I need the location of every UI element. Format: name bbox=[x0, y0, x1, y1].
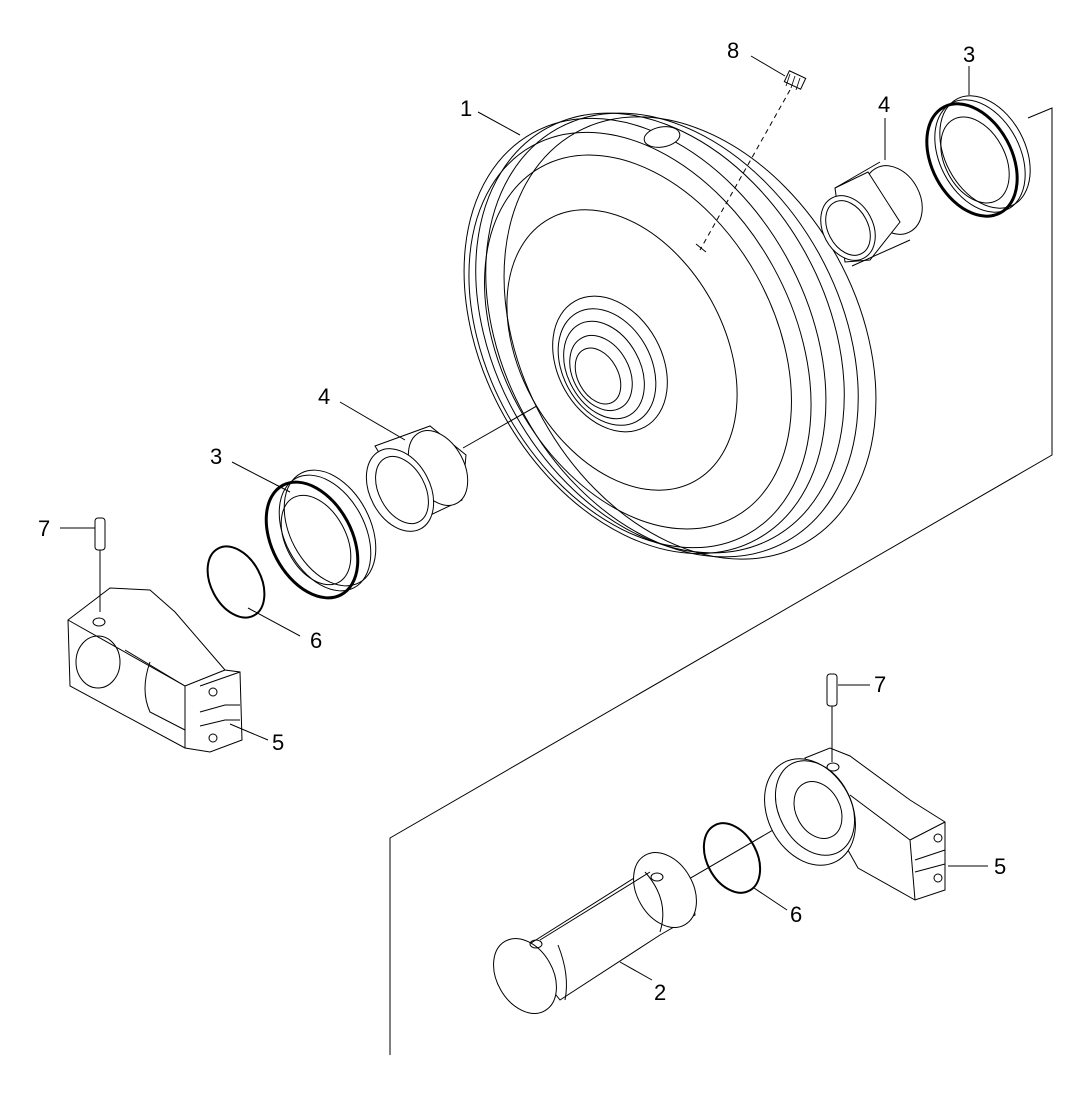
assembly-frame bbox=[390, 108, 1052, 1055]
support-bracket-left bbox=[68, 588, 242, 752]
callout-6-right: 6 bbox=[790, 902, 802, 927]
seal-top bbox=[909, 80, 1049, 232]
idler-wheel bbox=[391, 47, 951, 625]
callout-6-left: 6 bbox=[310, 628, 322, 653]
callout-4-top: 4 bbox=[878, 92, 890, 117]
callout-3-top: 3 bbox=[963, 42, 975, 67]
support-bracket-right bbox=[747, 743, 945, 900]
o-ring-left bbox=[196, 537, 276, 628]
leader-lines bbox=[60, 56, 988, 980]
callout-labels: 1 8 3 4 4 3 7 6 5 7 5 6 2 bbox=[38, 38, 1006, 1005]
callout-3-left: 3 bbox=[210, 444, 222, 469]
pin-left bbox=[95, 518, 105, 612]
callout-7-left: 7 bbox=[38, 516, 50, 541]
o-ring-right bbox=[693, 814, 772, 903]
shaft bbox=[481, 841, 709, 1024]
callout-2: 2 bbox=[654, 980, 666, 1005]
plug bbox=[696, 71, 806, 252]
callout-5-left: 5 bbox=[272, 730, 284, 755]
bushing-left bbox=[353, 420, 480, 542]
bushing-top bbox=[810, 156, 934, 270]
callout-1: 1 bbox=[460, 96, 472, 121]
callout-5-right: 5 bbox=[994, 854, 1006, 879]
pin-right bbox=[827, 674, 837, 762]
callout-8: 8 bbox=[727, 38, 739, 63]
callout-7-right: 7 bbox=[874, 672, 886, 697]
seal-left bbox=[248, 454, 395, 613]
callout-4-left: 4 bbox=[318, 384, 330, 409]
